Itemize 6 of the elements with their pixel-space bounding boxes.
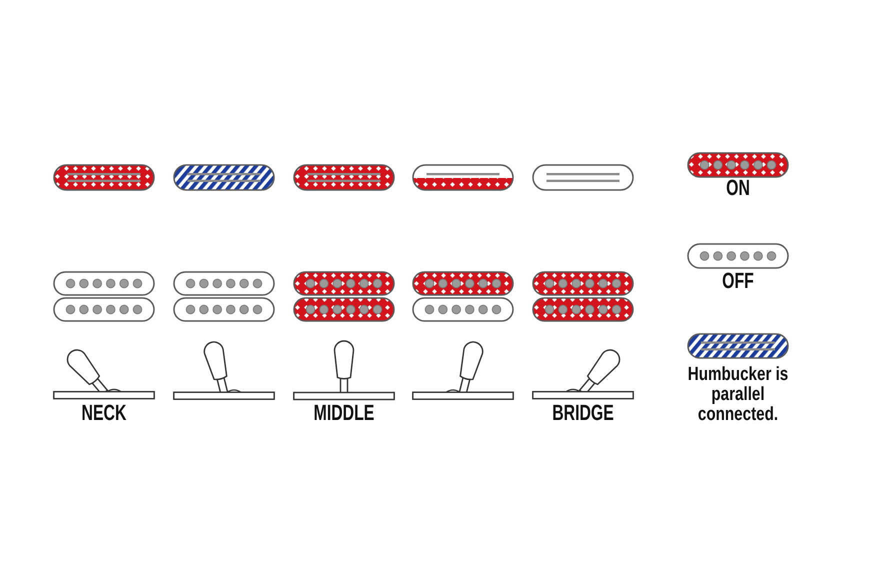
position-label: MIDDLE [314,400,374,426]
position-label: BRIDGE [552,400,614,426]
legend-label: Humbucker is parallel connected. [687,365,789,425]
position-label: NECK [82,400,126,426]
legend-label: ON [726,176,750,199]
legend-label: OFF [722,269,754,292]
